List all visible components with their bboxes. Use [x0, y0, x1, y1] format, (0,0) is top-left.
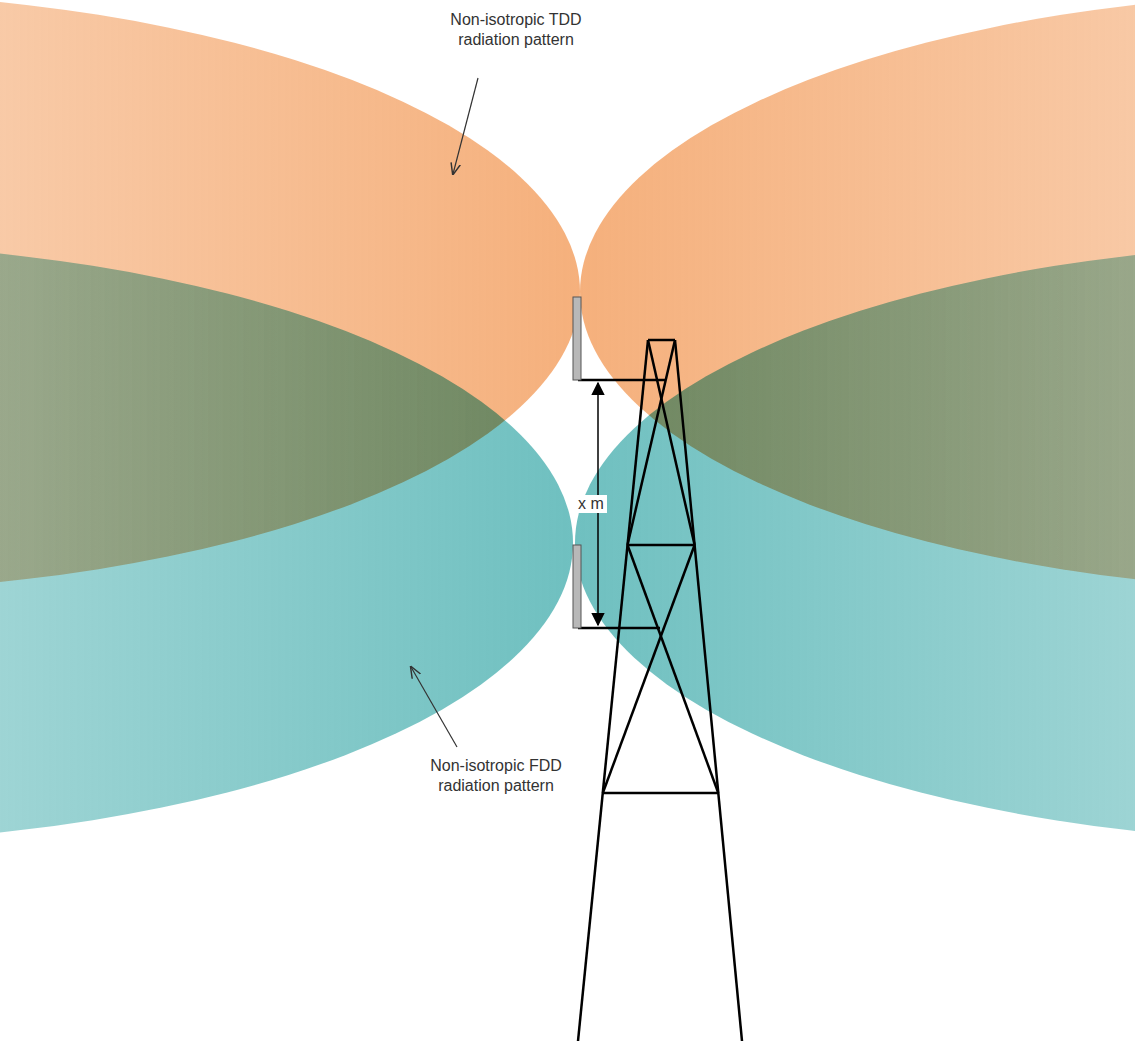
lattice-tower — [578, 340, 742, 1041]
pattern-label: Non-isotropic FDD radiation pattern — [406, 756, 586, 796]
tdd-lobe — [580, 0, 1135, 592]
leader-line — [453, 78, 478, 174]
pattern-label: Non-isotropic TDD radiation pattern — [426, 10, 606, 50]
dimension-label: x m — [575, 495, 607, 513]
tdd-lobe — [0, 0, 580, 592]
leader-line — [411, 667, 457, 747]
fdd-antenna — [573, 545, 581, 628]
tdd-antenna — [573, 297, 581, 380]
antennas — [573, 297, 665, 628]
radiation-lobes — [0, 0, 1135, 843]
